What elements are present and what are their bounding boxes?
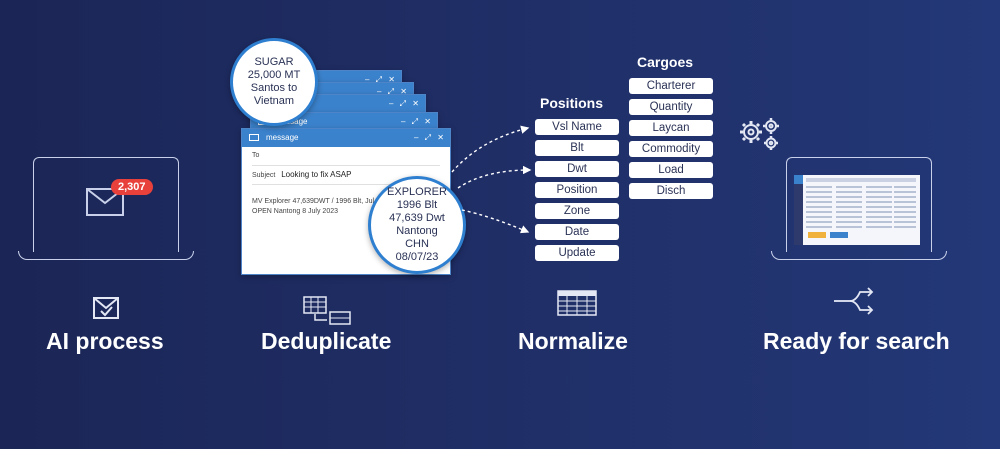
email-check-icon: [93, 297, 119, 319]
unread-count-badge: 2,307: [111, 179, 153, 195]
window-controls: – ⤢ ✕: [414, 133, 446, 142]
table-grid-icon: [557, 290, 597, 316]
cargo-field-load: Load: [629, 162, 713, 178]
stage-label-ai-process: AI process: [46, 328, 164, 354]
cargo-field-laycan: Laycan: [629, 120, 713, 136]
position-field-dwt: Dwt: [535, 161, 619, 177]
deduplicate-icon: [303, 296, 351, 325]
search-results-screenshot: [794, 175, 920, 245]
cargo-field-quantity: Quantity: [629, 99, 713, 115]
position-field-vsl-name: Vsl Name: [535, 119, 619, 135]
cargo-field-charterer: Charterer: [629, 78, 713, 94]
to-row: To: [252, 147, 440, 166]
cargo-bubble: SUGAR 25,000 MT Santos to Vietnam: [230, 38, 318, 126]
message-window-titlebar: message– ⤢ ✕: [242, 129, 450, 147]
stage-label-deduplicate: Deduplicate: [261, 328, 392, 354]
cargo-field-commodity: Commodity: [629, 141, 713, 157]
subject-row: Subject Looking to fix ASAP: [252, 166, 440, 185]
stage-label-ready-for-search: Ready for search: [763, 328, 950, 354]
envelope-small-icon: [249, 134, 259, 141]
position-field-zone: Zone: [535, 203, 619, 219]
cargo-field-disch: Disch: [629, 183, 713, 199]
gears-icon: [740, 118, 779, 150]
message-body: MV Explorer 47,639DWT / 1996 Blt, Jul OP…: [252, 198, 375, 215]
position-field-position: Position: [535, 182, 619, 198]
position-field-update: Update: [535, 245, 619, 261]
position-field-blt: Blt: [535, 140, 619, 156]
position-field-date: Date: [535, 224, 619, 240]
cargoes-heading: Cargoes: [637, 54, 694, 70]
stage-label-normalize: Normalize: [518, 328, 628, 354]
vessel-bubble: EXPLORER 1996 Blt 47,639 Dwt Nantong CHN…: [368, 176, 466, 274]
positions-heading: Positions: [540, 95, 604, 111]
flow-arrows: [451, 125, 532, 234]
flow-arrows-icon: [834, 287, 874, 315]
